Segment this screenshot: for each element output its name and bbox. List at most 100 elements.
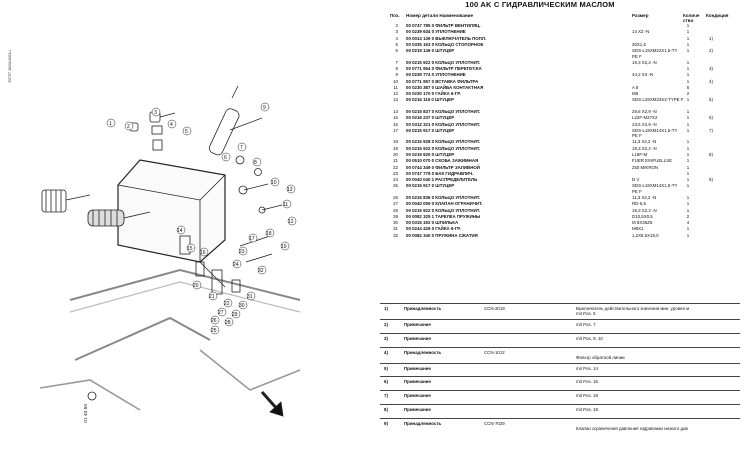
part-number-name: 00 0216 237 0 ШТУЦЕР	[406, 115, 455, 121]
svg-text:19: 19	[281, 244, 287, 250]
svg-text:8: 8	[254, 160, 257, 166]
part-size: M8	[632, 91, 639, 97]
note-text: mit Pos. 7	[576, 322, 596, 327]
part-size: 250 MIKRON	[632, 164, 659, 170]
part-number-name: 00 0744 349 0 ФИЛЬТР ЗАЛИВНОЙ	[406, 164, 480, 170]
part-quantity: 1	[686, 72, 690, 78]
part-quantity: 1	[686, 183, 690, 189]
note-type: Принадлежность	[404, 420, 442, 426]
part-position: 28	[393, 207, 398, 213]
part-position: 23	[393, 170, 398, 176]
part-quantity: 1	[686, 23, 690, 28]
part-number-name: 00 0215 922 0 КОЛЬЦО УПЛОТНИТ.	[406, 59, 481, 65]
part-position: 20	[393, 151, 398, 157]
note-type: Примечание	[404, 393, 431, 399]
part-position: 14	[393, 108, 398, 114]
part-position: 8	[395, 65, 398, 71]
part-size: 44,2 X3 -N	[632, 72, 653, 78]
note-number: 8)	[384, 406, 388, 412]
part-size: SDS-L28XM33X2-TYPE F	[632, 97, 684, 103]
part-position: 16	[393, 121, 398, 127]
exploded-diagram: E0757 3820A100A-I	[8, 50, 301, 423]
part-quantity: 1	[686, 145, 690, 151]
part-quantity: 1	[686, 48, 690, 54]
header-part-number: Номер детали Наименование	[406, 13, 474, 18]
part-quantity: 4	[686, 220, 690, 226]
svg-text:20: 20	[193, 283, 199, 289]
note-code: CCN-7029	[484, 420, 505, 426]
part-size: M 8X36Z5	[632, 220, 653, 226]
part-quantity: 1	[686, 127, 690, 133]
svg-text:5: 5	[185, 129, 188, 135]
svg-text:12: 12	[288, 219, 294, 225]
svg-text:31: 31	[247, 294, 253, 300]
part-size: FUER EINFUELLSE	[632, 158, 673, 164]
part-quantity: 1	[686, 121, 690, 127]
header-size: Размер	[632, 13, 649, 18]
note-text: mit Pos. 18	[576, 393, 598, 399]
svg-text:16: 16	[200, 250, 206, 256]
part-number-name: 00 0215 917 0 ШТУЦЕР	[406, 183, 455, 189]
part-number-name: 00 0013 139 0 ВЫКЛЮЧАТЕЛЬ ПОПЛ.	[406, 35, 487, 41]
part-number-name: 00 0747 778 0 БАК ГИДРАВЛИЧ.	[406, 170, 474, 176]
part-position: 10	[393, 78, 398, 84]
part-quantity: 1	[686, 115, 690, 121]
part-position: 13	[393, 97, 398, 103]
part-quantity: 1	[686, 65, 690, 71]
part-quantity: 1	[686, 226, 690, 232]
note-number: 9)	[384, 420, 388, 426]
part-position: 2	[395, 23, 398, 28]
svg-text:15: 15	[187, 246, 193, 252]
part-position: 3	[395, 29, 398, 35]
part-position: 24	[393, 177, 398, 183]
note-text: Фильтр обратной линии	[576, 354, 625, 360]
part-position: 26	[393, 194, 398, 200]
part-quantity: 1	[686, 158, 690, 164]
part-quantity: 1	[686, 59, 690, 65]
part-quantity: 1	[686, 170, 690, 176]
note-text: Выключатель действительного значения мин…	[576, 306, 690, 311]
part-condition: 5)	[709, 97, 713, 103]
part-number-name: 00 0230 170 0 ГАЙКА 6-ГР.	[406, 91, 461, 97]
svg-text:25: 25	[211, 328, 217, 334]
part-number-name: 00 0510 070 0 СКОБА ЗАЖИМНАЯ	[406, 158, 479, 164]
part-size: 14 X3 -N	[632, 29, 650, 35]
note-text-secondary: mit Pos. 5	[576, 311, 596, 316]
part-number-name: 00 0082 340 0 ПРУЖИНА СЖАТИЯ	[406, 232, 478, 238]
svg-text:17: 17	[249, 236, 255, 242]
part-position: 6	[395, 48, 398, 54]
svg-text:23: 23	[239, 249, 245, 255]
part-size: D V	[632, 177, 640, 183]
header-position: Поз.	[390, 13, 400, 18]
part-number-name: 00 0230 387 0 ШАЙБА КОНТАКТНАЯ	[406, 84, 484, 90]
part-position: 17	[393, 127, 398, 133]
part-position: 32	[393, 232, 398, 238]
svg-text:6: 6	[224, 155, 227, 161]
part-position: 12	[393, 91, 398, 97]
part-quantity: 1	[686, 35, 690, 41]
part-number-name: 00 0239 774 0 УПЛОТНЕНИЕ	[406, 72, 466, 78]
